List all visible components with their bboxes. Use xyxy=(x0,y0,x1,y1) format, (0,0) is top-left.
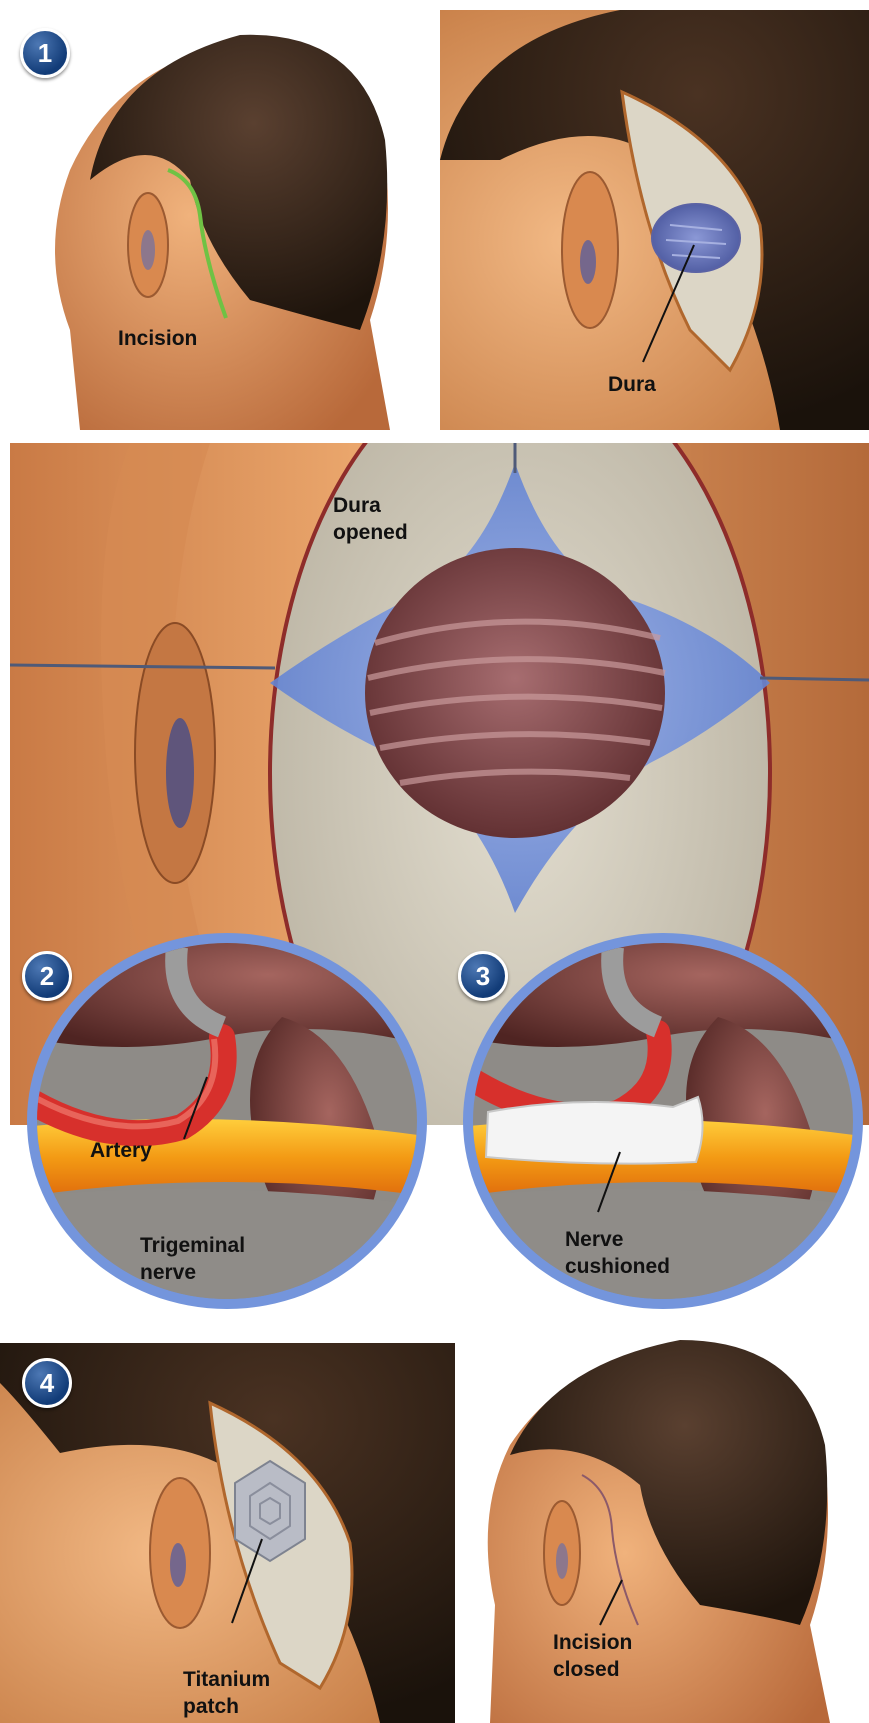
label-trigeminal-line2: nerve xyxy=(140,1260,196,1286)
step-badge-3: 3 xyxy=(458,951,508,1001)
head-illustration-dura xyxy=(440,10,869,430)
step-badge-2: 2 xyxy=(22,951,72,1001)
label-dura-opened-line2: opened xyxy=(333,520,408,546)
label-titanium-line1: Titanium xyxy=(183,1667,270,1693)
panel-titanium-patch xyxy=(0,1343,455,1723)
step-badge-1: 1 xyxy=(20,28,70,78)
panel-incision-closed xyxy=(470,1325,869,1723)
label-incision-closed-line2: closed xyxy=(553,1657,620,1683)
head-illustration-titanium xyxy=(0,1343,455,1723)
label-incision: Incision xyxy=(118,326,197,352)
panel-dura xyxy=(440,10,869,430)
label-nerve-cushioned-line2: cushioned xyxy=(565,1254,670,1280)
step-badge-4: 4 xyxy=(22,1358,72,1408)
label-titanium-line2: patch xyxy=(183,1694,239,1720)
label-dura-opened-line1: Dura xyxy=(333,493,381,519)
label-trigeminal-line1: Trigeminal xyxy=(140,1233,245,1259)
label-artery: Artery xyxy=(90,1138,152,1164)
label-incision-closed-line1: Incision xyxy=(553,1630,632,1656)
label-dura: Dura xyxy=(608,372,656,398)
label-nerve-cushioned-line1: Nerve xyxy=(565,1227,623,1253)
head-illustration-closed xyxy=(470,1325,869,1723)
